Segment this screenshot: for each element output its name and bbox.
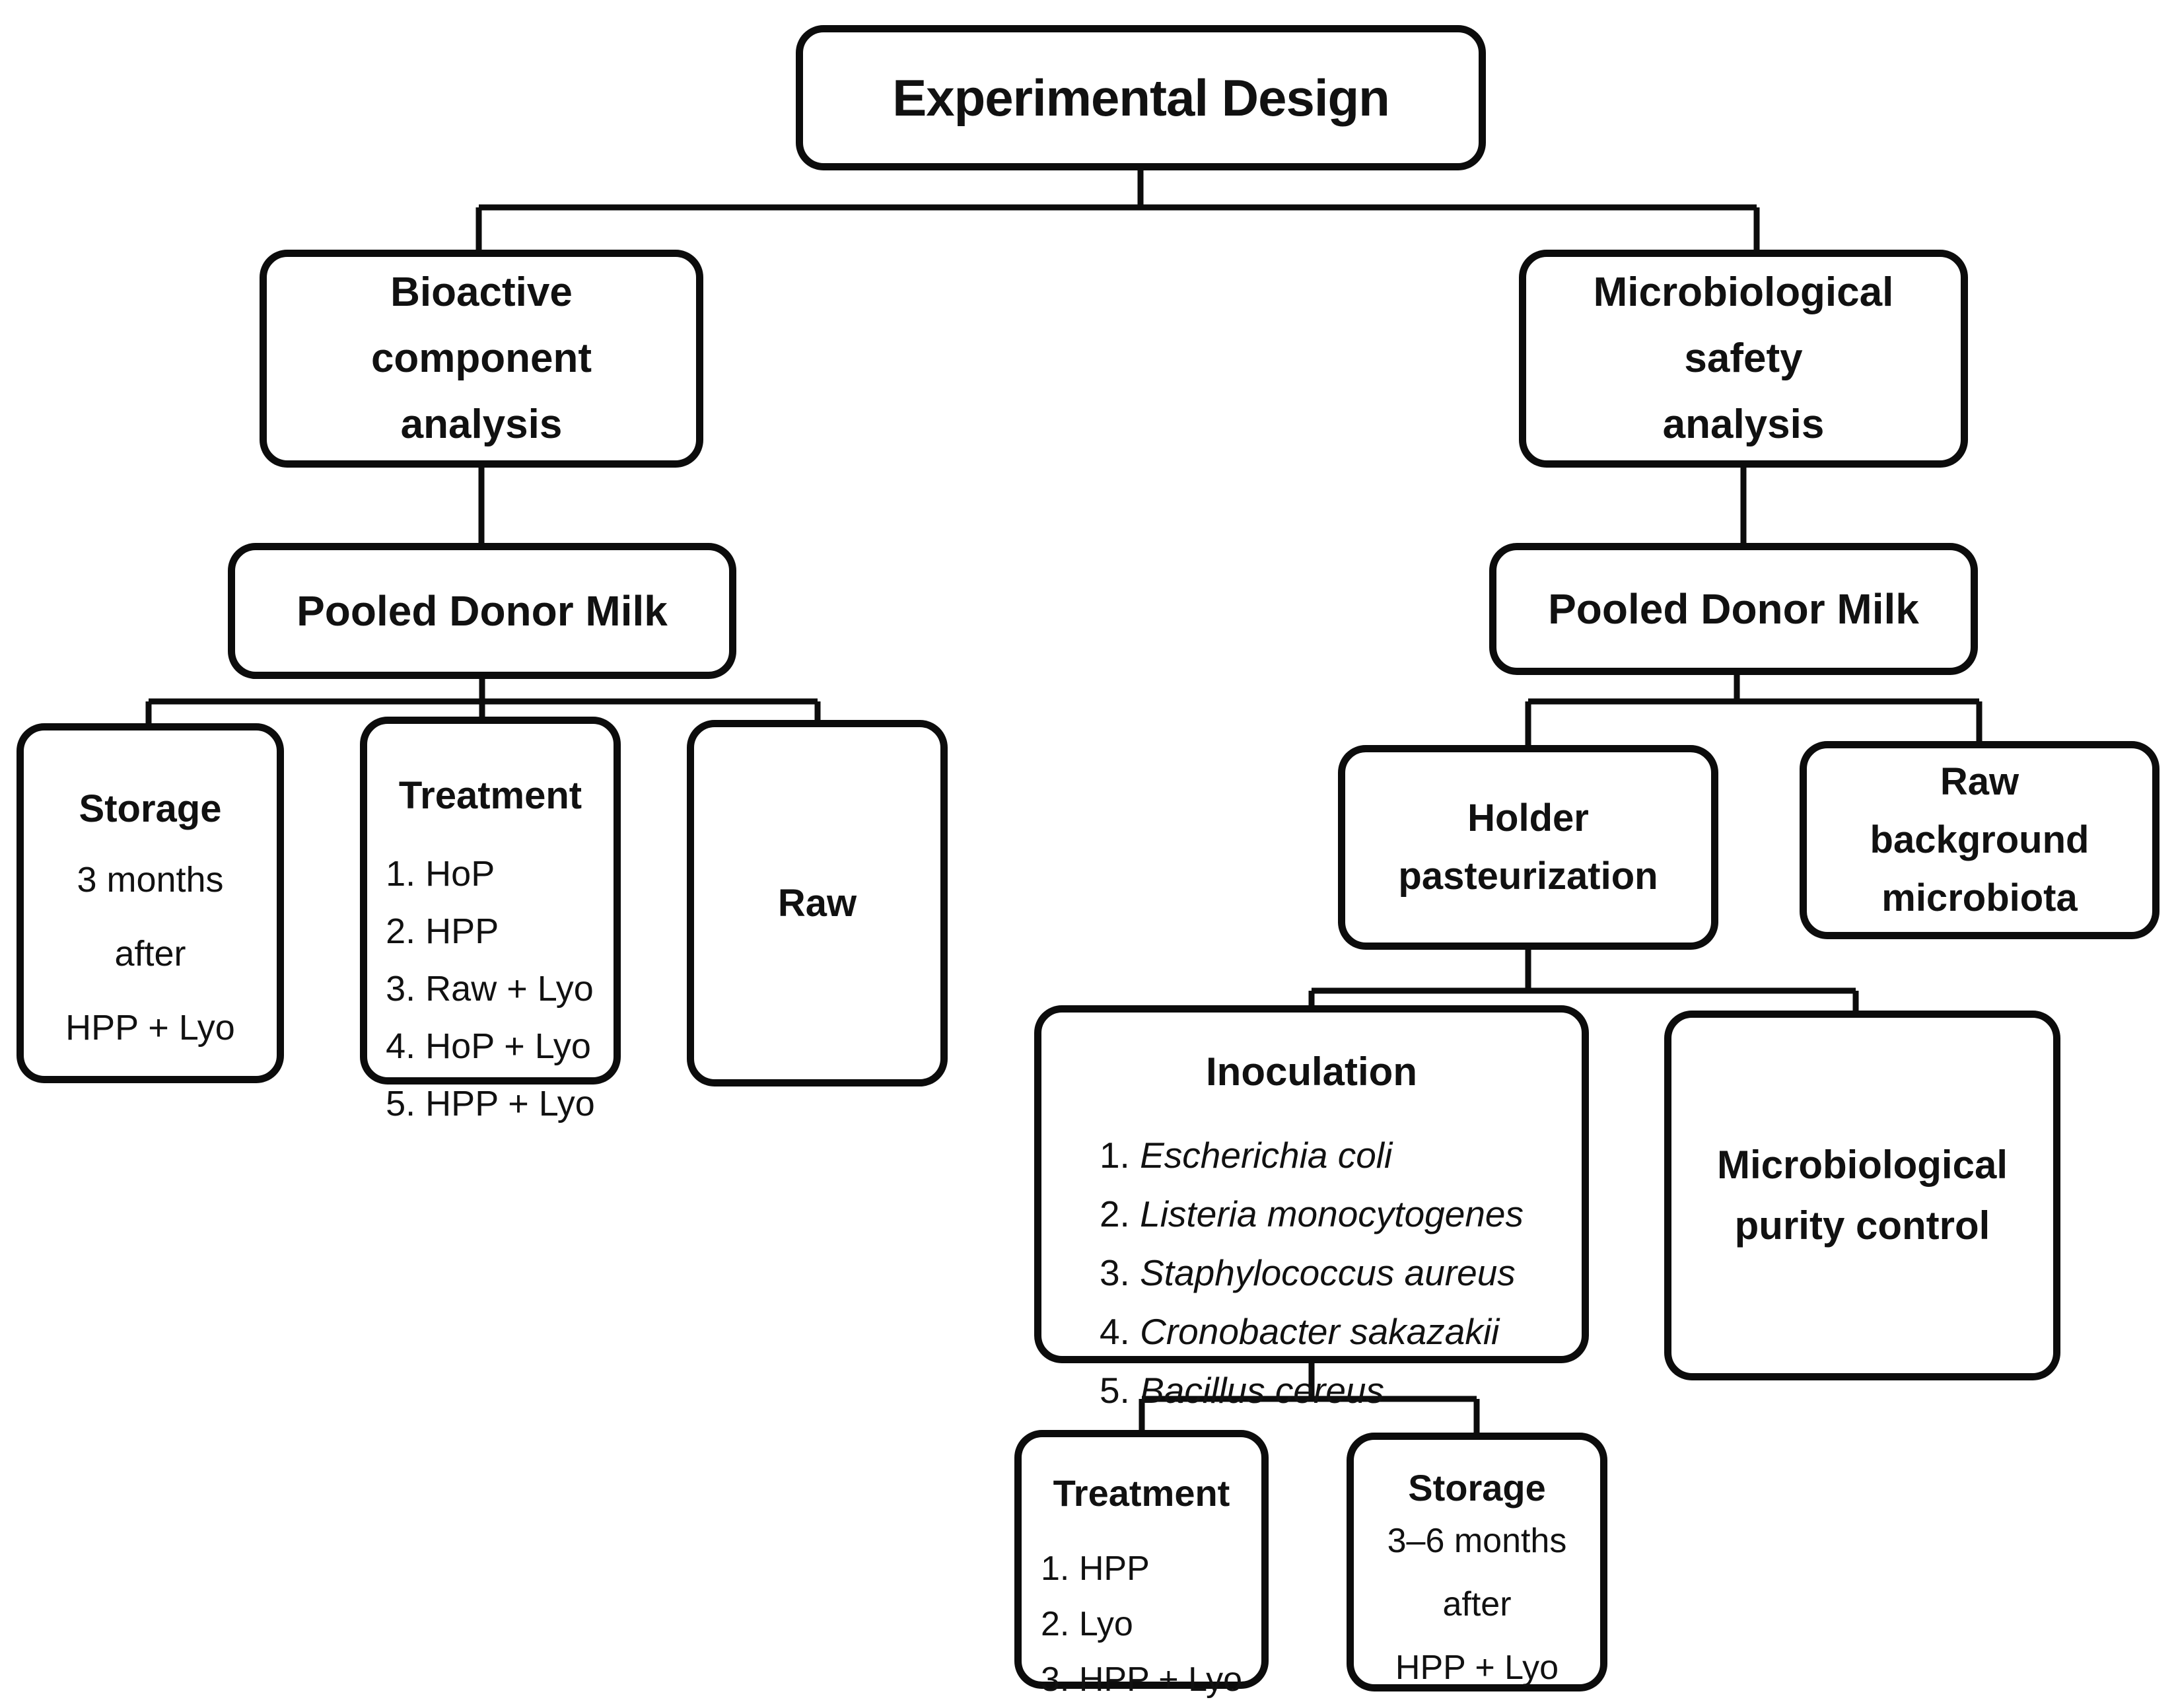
- node-raw: Raw: [687, 720, 948, 1086]
- inoculation-item-number: 4.: [1099, 1311, 1130, 1352]
- treatment-left-item: 2. HPP: [386, 911, 499, 951]
- raw-background-line-1: Raw: [1940, 760, 2019, 803]
- treatment-left-item: 3. Raw + Lyo: [386, 969, 594, 1009]
- connector-inoculation-split: [1139, 1361, 1480, 1435]
- node-inoculation: Inoculation 1. Escherichia coli 2. Liste…: [1034, 1005, 1589, 1411]
- storage-bottom-line-1: 3–6 months: [1387, 1522, 1567, 1560]
- inoculation-item: 1. Escherichia coli: [1100, 1126, 1524, 1185]
- bioactive-line-3: analysis: [400, 402, 563, 447]
- node-storage-bottom: Storage 3–6 months after HPP + Lyo: [1347, 1433, 1607, 1691]
- inoculation-item-species: Escherichia coli: [1140, 1135, 1393, 1176]
- node-pooled-donor-milk-right: Pooled Donor Milk: [1489, 543, 1978, 675]
- storage-bottom-line-3: HPP + Lyo: [1395, 1649, 1559, 1687]
- bioactive-line-2: component: [370, 336, 592, 381]
- inoculation-item: 5. Bacillus cereus: [1100, 1361, 1524, 1420]
- storage-left-line-1: 3 months: [77, 860, 224, 900]
- purity-control-line-2: purity control: [1734, 1203, 1990, 1248]
- node-microbiological-purity-control: Microbiological purity control: [1664, 1011, 2060, 1380]
- treatment-bottom-title: Treatment: [1053, 1472, 1230, 1514]
- inoculation-item-species: Cronobacter sakazakii: [1140, 1311, 1500, 1352]
- node-holder-pasteurization: Holder pasteurization: [1338, 745, 1718, 950]
- experimental-design-title: Experimental Design: [892, 68, 1390, 127]
- storage-bottom-title: Storage: [1408, 1467, 1546, 1509]
- bioactive-line-1: Bioactive: [390, 269, 573, 315]
- treatment-bottom-item: 1. HPP: [1041, 1549, 1150, 1588]
- inoculation-item-number: 5.: [1099, 1370, 1130, 1411]
- inoculation-item: 3. Staphylococcus aureus: [1100, 1244, 1524, 1302]
- inoculation-title: Inoculation: [1206, 1050, 1417, 1094]
- node-storage-left: Storage 3 months after HPP + Lyo: [17, 723, 284, 1083]
- inoculation-item-number: 3.: [1099, 1252, 1130, 1293]
- connector-root-split: [475, 168, 1760, 252]
- micro-safety-line-1: Microbiological: [1593, 269, 1894, 315]
- storage-left-line-2: after: [114, 934, 186, 974]
- holder-line-1: Holder: [1467, 797, 1589, 839]
- node-microbiological-safety-analysis: Microbiological safety analysis: [1519, 250, 1968, 468]
- connector-pdm-left-split: [145, 677, 821, 726]
- treatment-left-item: 1. HoP: [386, 854, 495, 894]
- treatment-left-item: 5. HPP + Lyo: [386, 1084, 595, 1123]
- inoculation-item: 2. Listeria monocytogenes: [1100, 1185, 1524, 1244]
- raw-label: Raw: [777, 882, 857, 925]
- treatment-bottom-item: 3. HPP + Lyo: [1041, 1660, 1242, 1699]
- node-treatment-left: Treatment 1. HoP 2. HPP 3. Raw + Lyo 4. …: [360, 717, 621, 1123]
- inoculation-item-species: Listeria monocytogenes: [1140, 1193, 1524, 1234]
- treatment-bottom-item: 2. Lyo: [1041, 1605, 1133, 1643]
- storage-bottom-line-2: after: [1442, 1585, 1512, 1623]
- treatment-bottom-list: 1. HPP 2. Lyo 3. HPP + Lyo: [1041, 1541, 1242, 1707]
- micro-safety-line-2: safety: [1684, 336, 1803, 381]
- inoculation-item: 4. Cronobacter sakazakii: [1100, 1302, 1524, 1361]
- node-treatment-bottom: Treatment 1. HPP 2. Lyo 3. HPP + Lyo: [1014, 1430, 1269, 1699]
- treatment-left-item: 4. HoP + Lyo: [386, 1026, 591, 1066]
- treatment-left-title: Treatment: [398, 774, 582, 817]
- node-raw-background-microbiota: Raw background microbiota: [1800, 741, 2159, 939]
- holder-line-2: pasteurization: [1398, 855, 1658, 898]
- node-experimental-design: Experimental Design: [796, 25, 1486, 170]
- connector-pdm-right-split: [1525, 673, 1983, 748]
- pooled-donor-milk-right-label: Pooled Donor Milk: [1548, 585, 1919, 633]
- connector-holder-split: [1308, 948, 1859, 1013]
- inoculation-list: 1. Escherichia coli 2. Listeria monocyto…: [1100, 1126, 1524, 1420]
- treatment-left-list: 1. HoP 2. HPP 3. Raw + Lyo 4. HoP + Lyo …: [386, 845, 595, 1133]
- inoculation-item-species: Staphylococcus aureus: [1140, 1252, 1516, 1293]
- inoculation-item-number: 1.: [1099, 1135, 1130, 1176]
- purity-control-line-1: Microbiological: [1716, 1143, 2008, 1187]
- storage-left-title: Storage: [79, 787, 222, 830]
- raw-background-line-2: background: [1870, 818, 2089, 861]
- micro-safety-line-3: analysis: [1662, 402, 1825, 447]
- node-pooled-donor-milk-left: Pooled Donor Milk: [228, 543, 736, 679]
- inoculation-item-number: 2.: [1099, 1193, 1130, 1234]
- node-bioactive-component-analysis: Bioactive component analysis: [260, 250, 703, 468]
- inoculation-item-species: Bacillus cereus: [1140, 1370, 1385, 1411]
- raw-background-line-3: microbiota: [1881, 876, 2078, 919]
- storage-left-line-3: HPP + Lyo: [65, 1008, 235, 1048]
- pooled-donor-milk-left-label: Pooled Donor Milk: [297, 587, 668, 635]
